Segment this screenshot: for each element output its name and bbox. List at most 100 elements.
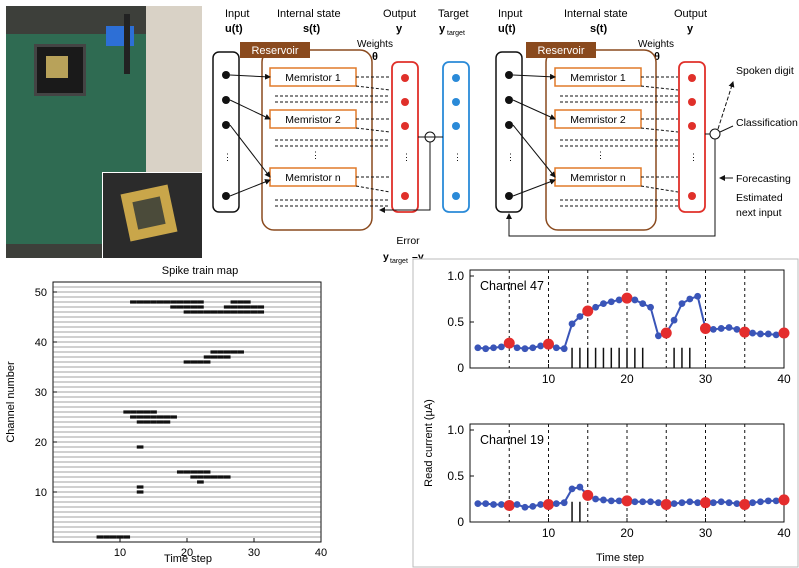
memristor-1-label: Memristor 1 xyxy=(570,72,626,84)
data-point xyxy=(607,497,615,505)
theta-label: θ xyxy=(372,51,378,63)
spike-mark xyxy=(197,480,204,484)
classification-label: Classification xyxy=(736,117,798,129)
output-node xyxy=(401,122,409,130)
data-point xyxy=(592,495,599,503)
spike-mark xyxy=(223,350,231,354)
forecasting-label: Forecasting xyxy=(736,173,791,185)
data-point xyxy=(552,500,560,507)
data-point xyxy=(529,502,537,510)
input-arrow xyxy=(512,99,556,120)
spike-mark xyxy=(156,420,164,424)
target-label: Target xyxy=(438,8,469,20)
spike-mark xyxy=(136,490,144,494)
data-point xyxy=(764,497,772,505)
spike-mark xyxy=(190,470,198,474)
spike-mark xyxy=(163,415,171,419)
output-label: Output xyxy=(674,8,707,20)
data-point xyxy=(513,501,521,508)
target-node xyxy=(452,192,460,200)
spike-mark xyxy=(150,410,157,414)
spike-mark xyxy=(257,305,265,309)
highlight-point xyxy=(700,322,711,334)
output-node xyxy=(688,74,696,82)
spike-mark xyxy=(176,300,184,304)
spike-mark xyxy=(156,300,164,304)
output-symbol: y xyxy=(687,23,694,35)
state-label: Internal state xyxy=(564,8,628,20)
data-point xyxy=(725,499,733,507)
highlight-point xyxy=(543,499,554,511)
spike-mark xyxy=(243,300,251,304)
data-point xyxy=(733,500,741,507)
spike-mark xyxy=(143,415,151,419)
spike-mark xyxy=(203,360,211,364)
spike-mark xyxy=(197,360,204,364)
reservoir-inference-diagram: Input u(t) Internal state s(t) Output y … xyxy=(495,8,798,237)
spike-marks xyxy=(96,300,265,539)
data-point xyxy=(709,499,717,507)
highlight-point xyxy=(582,305,594,317)
ellipsis: ⋮ xyxy=(596,150,605,160)
data-point xyxy=(592,303,599,311)
spike-mark xyxy=(237,350,244,354)
spike-mark xyxy=(136,410,144,414)
spike-mark xyxy=(170,305,177,309)
spike-mark xyxy=(203,475,211,479)
input-arrow xyxy=(512,73,556,80)
reservoir-tag xyxy=(240,42,310,58)
target-node xyxy=(452,98,460,106)
input-arrow xyxy=(229,73,271,80)
x-tick-label: 30 xyxy=(248,547,260,559)
weights-label: Weights xyxy=(357,39,393,50)
data-point xyxy=(537,342,545,350)
data-point xyxy=(678,300,686,307)
input-arrow xyxy=(229,99,271,120)
device-photo xyxy=(6,6,202,258)
spike-mark xyxy=(150,300,157,304)
data-point xyxy=(694,499,702,507)
input-symbol: u(t) xyxy=(498,23,516,35)
input-arrow xyxy=(229,179,271,197)
spike-mark xyxy=(197,470,204,474)
data-point xyxy=(615,296,623,304)
data-point xyxy=(733,325,741,333)
output-node xyxy=(401,192,409,200)
spike-mark xyxy=(217,355,224,359)
spike-mark xyxy=(223,355,231,359)
data-point xyxy=(725,324,733,331)
spike-mark xyxy=(96,535,104,539)
x-tick-label: 20 xyxy=(620,526,634,540)
data-point xyxy=(749,329,756,337)
data-point xyxy=(615,497,623,505)
x-tick-label: 10 xyxy=(114,547,126,559)
data-point xyxy=(521,503,529,511)
highlight-point xyxy=(621,495,633,507)
spike-mark xyxy=(203,470,211,474)
spike-mark xyxy=(136,300,144,304)
spike-mark xyxy=(163,420,171,424)
data-point xyxy=(521,345,529,353)
y-tick-label: 20 xyxy=(35,437,47,449)
spike-mark xyxy=(190,305,198,309)
error-formula-y: y xyxy=(383,251,389,263)
spike-map-xlabel: Time step xyxy=(164,553,212,565)
spike-map-ylabel: Channel number xyxy=(5,361,17,443)
x-tick-label: 20 xyxy=(181,547,193,559)
spike-mark xyxy=(190,360,198,364)
data-point xyxy=(709,325,717,333)
spike-mark xyxy=(197,300,204,304)
data-point xyxy=(694,292,702,300)
highlight-point xyxy=(621,292,633,304)
memristor-n-label: Memristor n xyxy=(570,172,626,184)
spike-mark xyxy=(223,310,231,314)
ellipsis: ⋮ xyxy=(453,152,462,162)
ellipsis: ⋮ xyxy=(402,152,411,162)
input-node xyxy=(505,71,513,79)
output-node xyxy=(401,74,409,82)
error-formula-sub: target xyxy=(390,258,408,265)
spike-mark xyxy=(217,350,224,354)
input-node xyxy=(505,192,513,200)
spike-mark xyxy=(210,475,218,479)
